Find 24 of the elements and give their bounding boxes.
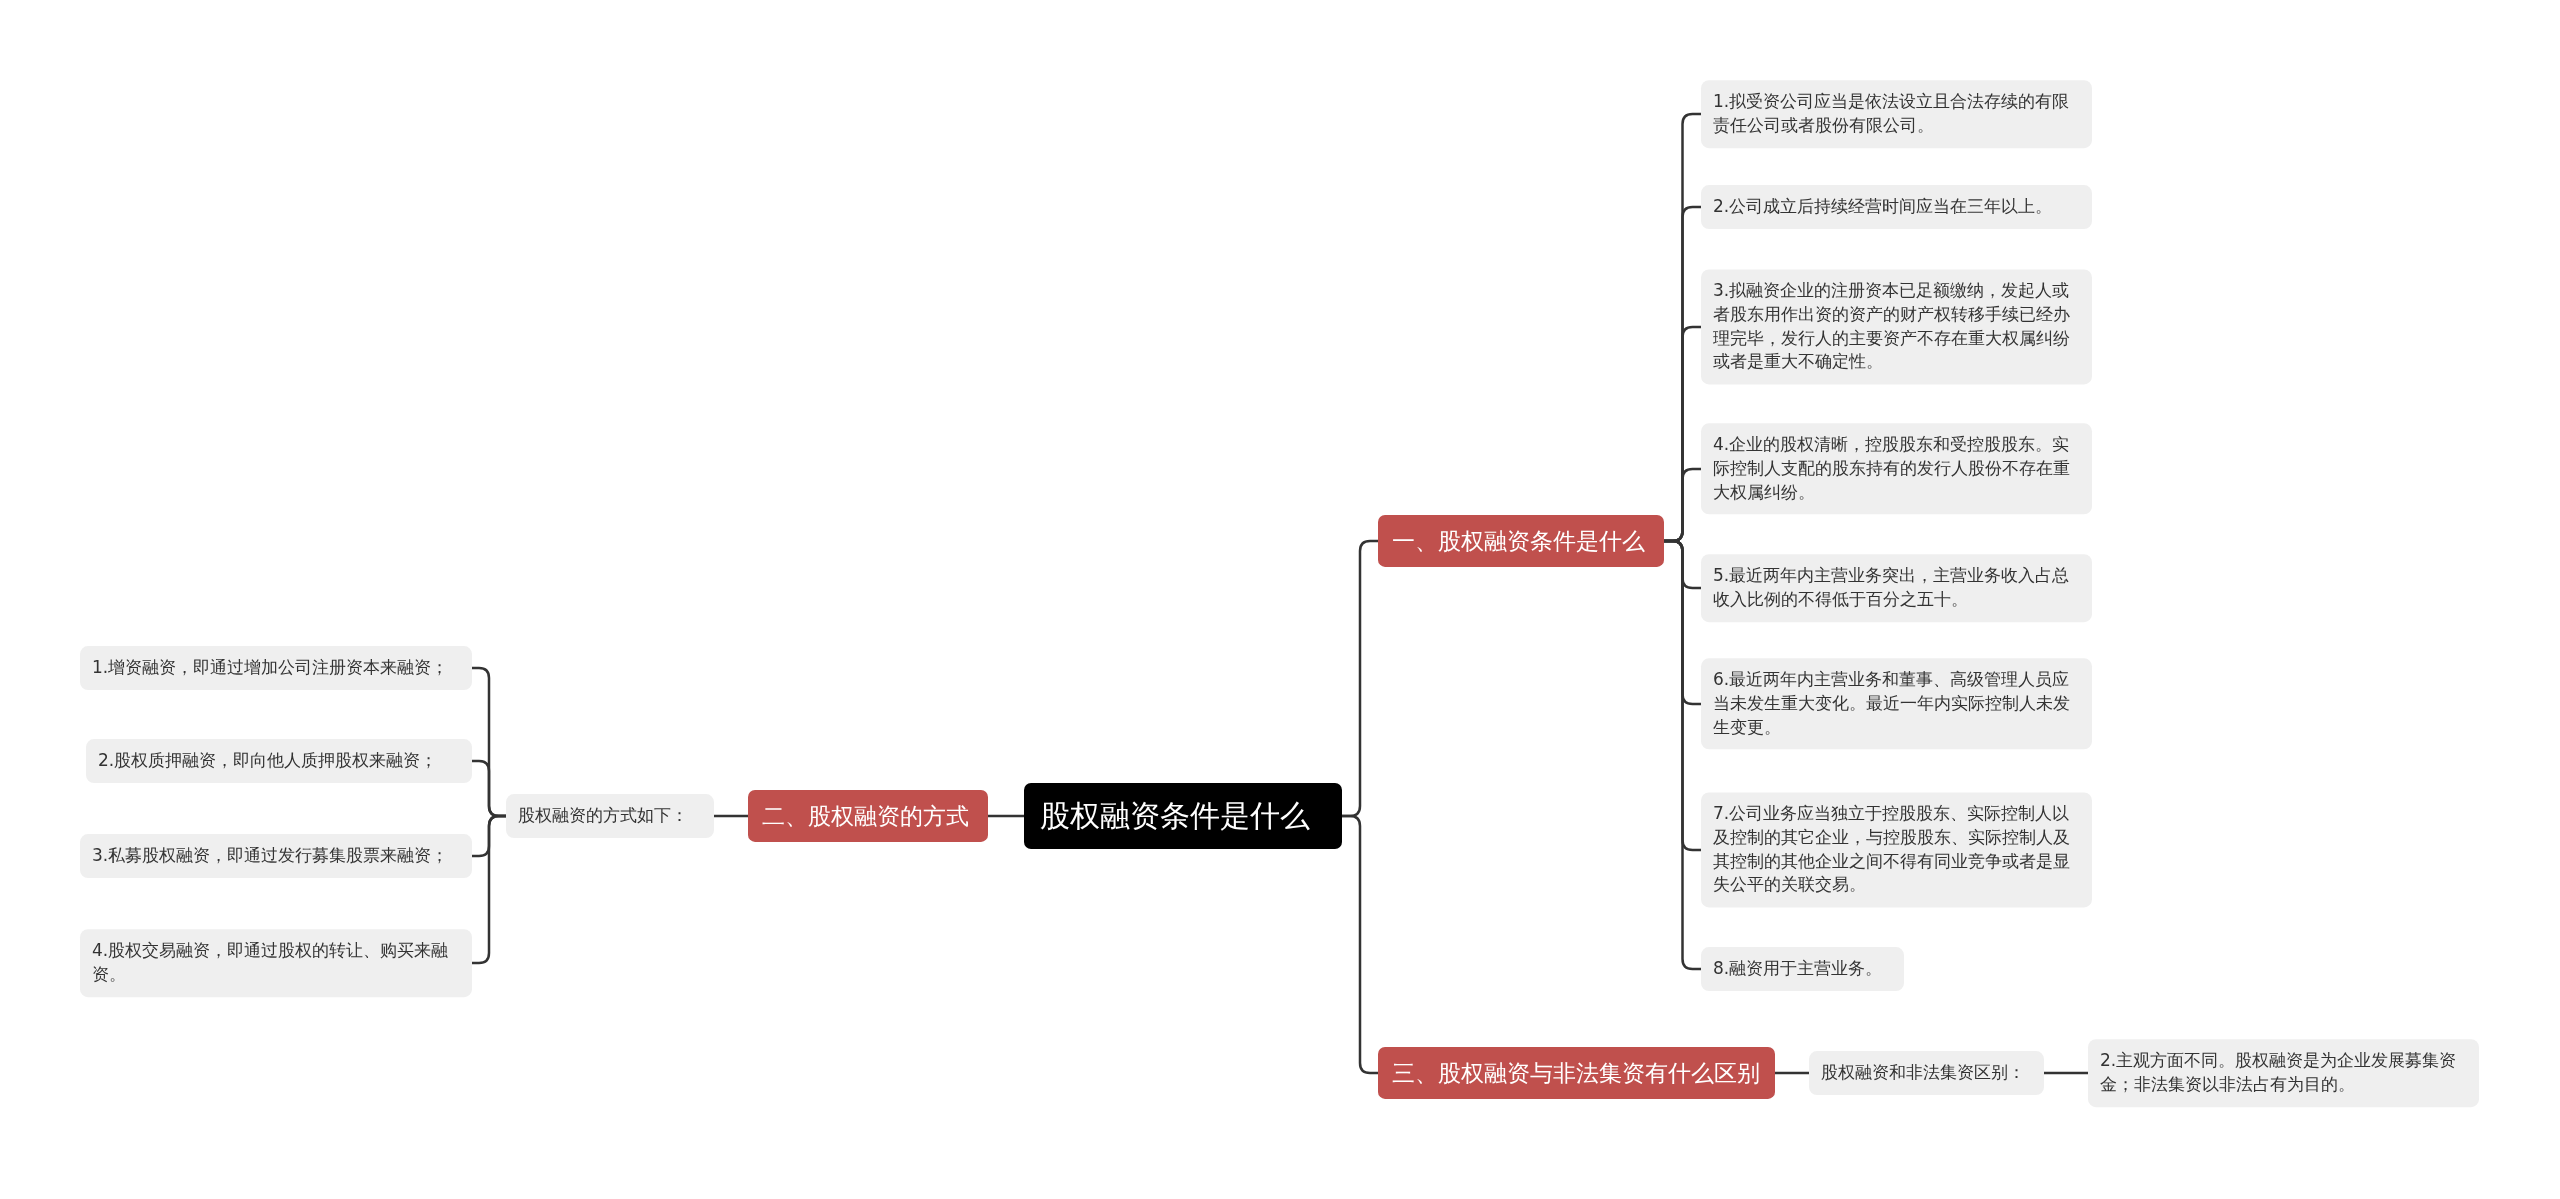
branch-topic: 一、股权融资条件是什么	[1378, 514, 1664, 568]
subtopic-card: 2.主观方面不同。股权融资是为企业发展募集资金；非法集资以非法占有为目的。	[2088, 1039, 2479, 1107]
subtopic-card: 3.私募股权融资，即通过发行募集股票来融资；	[80, 834, 472, 878]
connector-line	[1775, 1071, 1809, 1075]
subtopic-card: 8.融资用于主营业务。	[1701, 947, 1904, 991]
subtopic-card: 4.股权交易融资，即通过股权的转让、购买来融资。	[80, 929, 472, 997]
subtopic-card: 5.最近两年内主营业务突出，主营业务收入占总收入比例的不得低于百分之五十。	[1701, 554, 2092, 622]
subtopic-card: 股权融资和非法集资区别：	[1809, 1051, 2044, 1095]
connector-line	[988, 814, 1024, 818]
branch-topic: 二、股权融资的方式	[748, 789, 988, 843]
subtopic-card: 2.股权质押融资，即向他人质押股权来融资；	[86, 739, 472, 783]
central-topic: 股权融资条件是什么	[1024, 783, 1342, 849]
connector-line	[714, 814, 748, 818]
subtopic-card: 1.增资融资，即通过增加公司注册资本来融资；	[80, 646, 472, 690]
subtopic-card: 6.最近两年内主营业务和董事、高级管理人员应当未发生重大变化。最近一年内实际控制人未发生变更。	[1701, 658, 2092, 750]
connector-line	[1342, 814, 1378, 1075]
subtopic-card: 3.拟融资企业的注册资本已足额缴纳，发起人或者股东用作出资的资产的财产权转移手续已经办理完毕，发行人的主要资产不存在重大权属纠纷或者是重大不确定性。	[1701, 269, 2092, 385]
connector-line	[2044, 1071, 2088, 1075]
branch-topic: 三、股权融资与非法集资有什么区别	[1378, 1046, 1775, 1100]
subtopic-card: 股权融资的方式如下：	[506, 794, 714, 838]
subtopic-card: 1.拟受资公司应当是依法设立且合法存续的有限责任公司或者股份有限公司。	[1701, 80, 2092, 148]
subtopic-card: 2.公司成立后持续经营时间应当在三年以上。	[1701, 185, 2092, 229]
subtopic-card: 7.公司业务应当独立于控股股东、实际控制人以及控制的其它企业，与控股股东、实际控制人及其控制的其他企业之间不得有同业竞争或者是显失公平的关联交易。	[1701, 792, 2092, 908]
subtopic-card: 4.企业的股权清晰，控股股东和受控股股东。实际控制人支配的股东持有的发行人股份不存在重大权属纠纷。	[1701, 423, 2092, 515]
